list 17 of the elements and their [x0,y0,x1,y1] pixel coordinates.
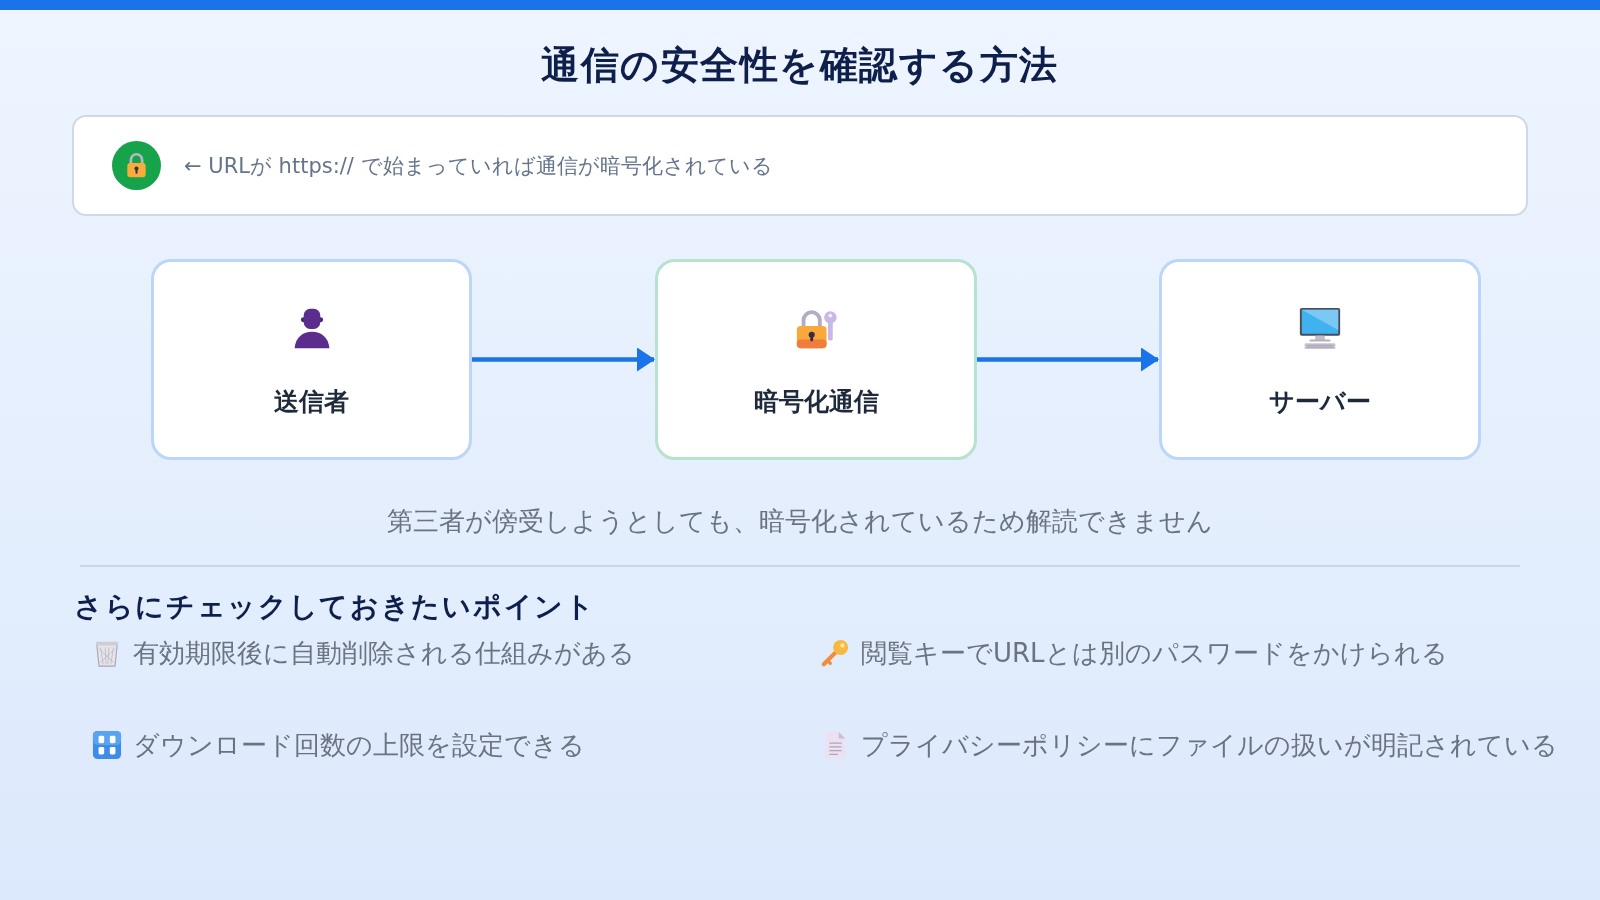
checklist-item: プライバシーポリシーにファイルの扱いが明記されている [861,729,1558,762]
title: 通信の安全性を確認する方法 [541,42,1059,89]
checklist-item: 有効期限後に自動削除される仕組みがある [133,637,635,670]
checklist-item: ダウンロード回数の上限を設定できる [133,729,585,762]
arrow [977,347,1159,372]
node-label: 送信者 [274,386,349,418]
caption-text: 第三者が傍受しようとしても、暗号化されているため解読できません [387,505,1213,538]
arrow [472,347,655,372]
node-label: 暗号化通信 [753,386,879,418]
section-heading: さらにチェックしておきたいポイント [74,589,596,625]
process-box [151,259,472,460]
checklist-item: 閲覧キーでURLとは別のパスワードをかけられる [861,637,1448,670]
process-box [655,259,977,460]
node-label: サーバー [1269,386,1371,418]
process-box [1159,259,1481,460]
hint-text: ← URLが https:// で始まっていれば通信が暗号化されている [184,152,773,180]
address-bar [72,115,1528,216]
